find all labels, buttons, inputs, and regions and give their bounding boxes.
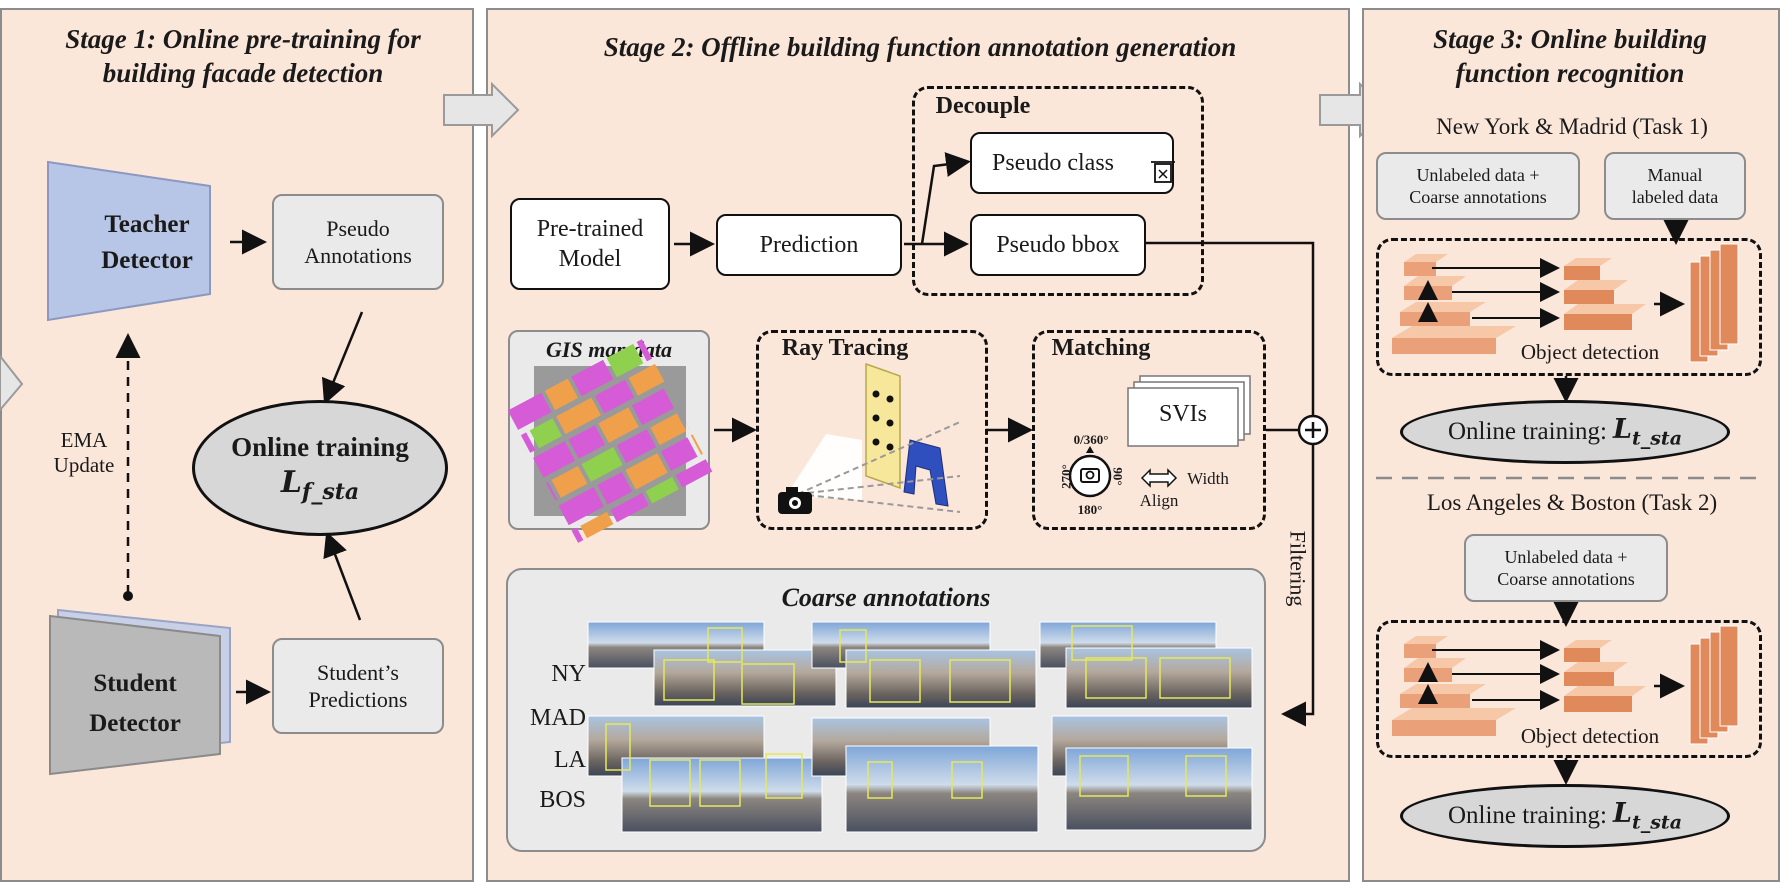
online-training-label-stage1: Online training — [231, 431, 409, 462]
student-line2: Detector — [89, 710, 181, 737]
loss-symbol-stage1: L — [280, 464, 302, 500]
city-bos: BOS — [539, 787, 586, 813]
decouple-group — [912, 86, 1204, 296]
student-line1: Student — [93, 670, 177, 697]
ema-line1: EMA — [60, 428, 108, 452]
width-label: Width — [1187, 469, 1229, 488]
pretrained-line2: Model — [558, 246, 622, 272]
stage1-title: Stage 1: Online pre-training for buildin… — [18, 22, 468, 90]
ema-update-label: EMA Update — [44, 428, 124, 478]
task1-object-detection-label: Object detection — [1520, 340, 1660, 364]
matching-group — [1032, 330, 1266, 530]
pseudo-class-label: Pseudo class — [992, 150, 1114, 176]
loss-subscript-task1: t_sta — [1631, 427, 1683, 450]
pretrained-line1: Pre-trained — [536, 216, 644, 242]
student-predictions-line2: Predictions — [308, 687, 408, 712]
svi-column-1 — [587, 621, 837, 833]
pseudo-bbox-box: Pseudo bbox — [970, 214, 1146, 276]
task1-manual-line1: Manual — [1647, 165, 1703, 185]
coarse-annotations-label: Coarse annotations — [781, 583, 991, 612]
task2-title: Los Angeles & Boston (Task 2) — [1426, 490, 1718, 515]
matching-label: Matching — [1051, 335, 1151, 361]
online-training-label-task2: Online training: — [1447, 802, 1607, 829]
pseudo-bbox-label: Pseudo bbox — [996, 232, 1120, 258]
student-predictions-line1: Student’s — [317, 660, 399, 685]
ema-line2: Update — [53, 453, 115, 477]
stage1-title-line2: building facade detection — [102, 58, 384, 88]
prediction-box: Prediction — [716, 214, 902, 276]
compass-0-label: 0/360° — [1073, 432, 1109, 447]
city-la: LA — [554, 747, 586, 773]
task2-network — [1392, 625, 1739, 745]
task1-title: New York & Madrid (Task 1) — [1436, 114, 1708, 139]
pseudo-class-box: Pseudo class — [970, 132, 1174, 194]
teacher-line1: Teacher — [104, 211, 190, 238]
ray-tracing-label: Ray Tracing — [781, 335, 909, 361]
prediction-label: Prediction — [759, 232, 859, 258]
online-training-label-task1: Online training: — [1447, 418, 1607, 445]
city-mad: MAD — [529, 705, 586, 731]
online-training-ellipse-task2: Online training: Lt_sta — [1400, 784, 1730, 848]
task1-detector-group — [1376, 238, 1762, 376]
teacher-detector-label: Teacher Detector — [72, 207, 222, 279]
online-training-ellipse-stage1: Online training Lf_sta — [192, 400, 448, 536]
task2-unlabeled-box: Unlabeled data +Coarse annotations — [1464, 534, 1668, 602]
task1-unlabeled-line1: Unlabeled data + — [1416, 165, 1540, 185]
decouple-label: Decouple — [935, 93, 1031, 119]
stage3-title-line2: function recognition — [1455, 58, 1685, 88]
task2-unlabeled-line1: Unlabeled data + — [1504, 547, 1628, 567]
svi-column-3 — [1039, 621, 1253, 831]
pseudo-annotations-line1: Pseudo — [326, 216, 390, 241]
city-ny: NY — [551, 661, 586, 687]
svi-column-2 — [811, 621, 1039, 833]
task2-unlabeled-line2: Coarse annotations — [1497, 569, 1635, 589]
task1-unlabeled-box: Unlabeled data +Coarse annotations — [1376, 152, 1580, 220]
teacher-line2: Detector — [101, 247, 193, 274]
online-training-ellipse-task1: Online training: Lt_sta — [1400, 400, 1730, 464]
stage2-title: Stage 2: Offline building function annot… — [603, 32, 1237, 62]
pseudo-annotations-line2: Annotations — [304, 243, 412, 268]
loss-symbol-task2: L — [1612, 798, 1632, 830]
align-label: Align — [1139, 491, 1179, 510]
task1-unlabeled-line2: Coarse annotations — [1409, 187, 1547, 207]
stage1-title-line1: Stage 1: Online pre-training for — [65, 24, 421, 54]
stage3-title: Stage 3: Online building function recogn… — [1370, 22, 1770, 90]
loss-subscript-task2: t_sta — [1631, 811, 1683, 834]
stage3-title-line1: Stage 3: Online building — [1433, 24, 1707, 54]
task1-manual-line2: labeled data — [1631, 187, 1719, 207]
loss-subscript-stage1: f_sta — [301, 478, 360, 505]
task2-object-detection-label: Object detection — [1520, 724, 1660, 748]
student-detector-label: Student Detector — [60, 664, 210, 744]
loss-symbol-task1: L — [1612, 414, 1632, 446]
ray-tracing-group — [756, 330, 988, 530]
task1-network — [1392, 243, 1739, 363]
compass-180-label: 180° — [1077, 502, 1103, 517]
svis-label: SVIs — [1158, 401, 1207, 427]
